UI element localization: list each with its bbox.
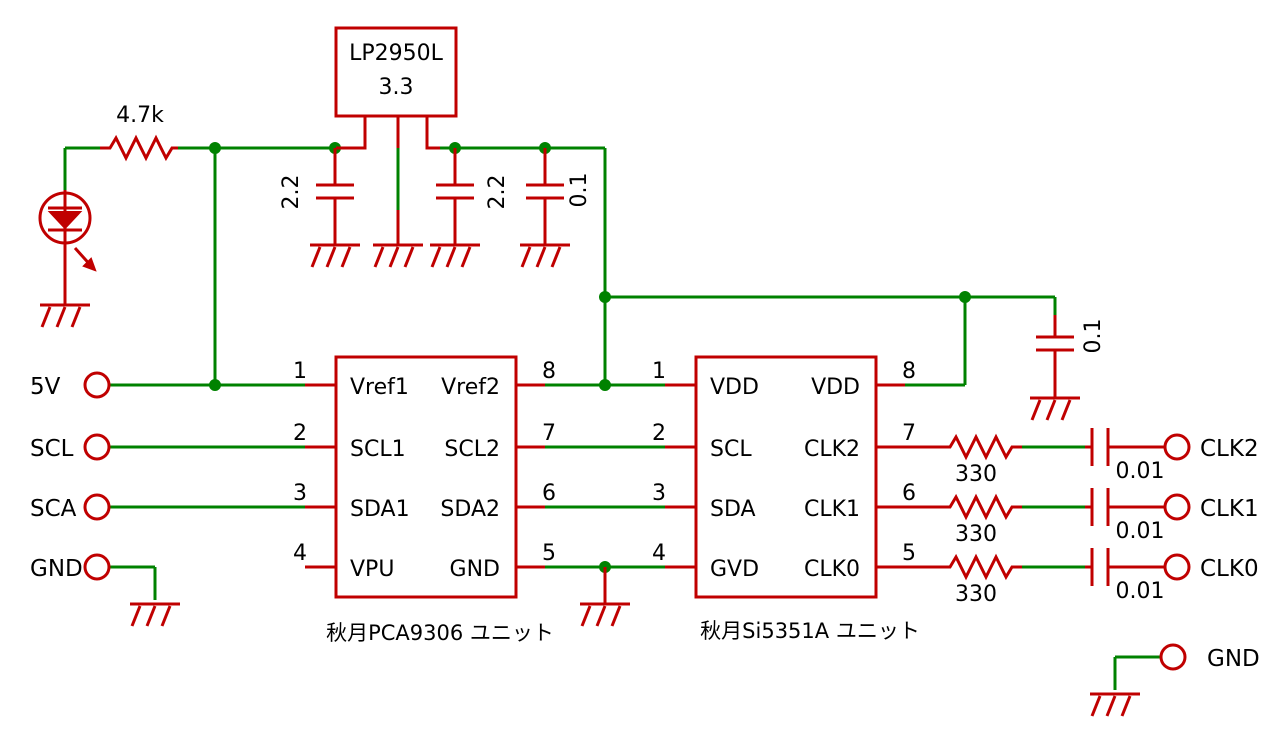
pin-name: SDA [710,497,756,522]
wires [63,146,1160,690]
pin-name: GND [450,557,500,582]
pin-name: Vref1 [350,375,409,400]
ground-icon [373,243,423,268]
junction-dot [209,379,221,391]
pin-number: 7 [542,421,556,446]
capacitor-icon [526,148,564,245]
ground-icon [520,243,570,268]
terminal-icon [1163,553,1191,581]
capacitor-value-label: 0.01 [1116,579,1165,604]
pca9306-pin-stubs [305,383,545,569]
capacitor-value-label: 0.1 [567,173,592,208]
si5351a-module [694,355,878,599]
capacitor-icon [1036,297,1074,398]
pin-number: 2 [652,421,666,446]
junction-dot [599,291,611,303]
pin-name: GVD [710,557,759,582]
pin-number: 3 [652,481,666,506]
terminal-icon [1163,433,1191,461]
pin-number: 1 [652,359,666,384]
pin-number: 8 [542,359,556,384]
terminal-icon [1163,493,1191,521]
terminal-icon [1159,643,1187,671]
junction-dot [599,379,611,391]
junction-dot [209,142,221,154]
pin-name: Vref2 [441,375,500,400]
pin-name: VPU [350,557,394,582]
port-label-gnd-right: GND [1207,646,1260,672]
pin-number: 6 [542,481,556,506]
port-label-scl: SCL [30,436,74,462]
port-label-sca: SCA [30,496,77,522]
output-chain-clk2 [940,428,1191,466]
capacitor-value-label: 0.01 [1116,519,1165,544]
pin-name: CLK1 [804,497,860,522]
ground-icon [580,602,630,627]
pin-number: 8 [902,359,916,384]
pin-number: 4 [652,541,666,566]
junction-dot [959,291,971,303]
ground-icon [1090,692,1140,717]
resistor-icon [940,433,1022,461]
ground-icon [1030,396,1080,421]
port-label-5v: 5V [30,374,61,400]
pin-name: SDA2 [440,497,500,522]
pin-number: 5 [542,541,556,566]
terminal-icon [83,433,111,461]
capacitor-value-label: 2.2 [485,175,510,210]
pin-name: SCL1 [350,437,406,462]
resistor-icon [100,134,178,162]
capacitor-icon [316,148,354,245]
resistor-value-label: 330 [955,522,997,547]
pin-number: 7 [902,421,916,446]
pin-name: VDD [811,375,860,400]
pin-name: SCL2 [444,437,500,462]
capacitor-value-label: 0.01 [1116,459,1165,484]
port-label-clk2: CLK2 [1200,436,1259,462]
resistor-icon [940,493,1022,521]
led-icon [38,190,97,305]
pin-number: 2 [293,421,307,446]
ground-icon [130,602,180,627]
pca9306-module [334,355,518,599]
port-label-clk0: CLK0 [1200,556,1259,582]
output-chain-clk0 [940,548,1191,586]
terminal-icon [83,371,111,399]
si5351a-caption: 秋月Si5351A ユニット [700,619,920,643]
pin-name: SDA1 [350,497,410,522]
pin-name: CLK0 [804,557,860,582]
port-label-gnd: GND [30,556,83,582]
regulator-box [334,26,458,118]
ground-icon [430,243,480,268]
resistor-icon [940,553,1022,581]
terminal-icon [83,553,111,581]
pin-number: 1 [293,359,307,384]
pin-number: 3 [293,481,307,506]
capacitor-icon [436,148,474,245]
port-label-clk1: CLK1 [1200,496,1259,522]
capacitor-value-label: 0.1 [1081,319,1106,354]
pin-name: CLK2 [804,437,860,462]
resistor-value-label: 4.7k [116,103,164,128]
pin-name: SCL [710,437,752,462]
junctions [209,142,971,573]
pin-number: 6 [902,481,916,506]
resistor-value-label: 330 [955,582,997,607]
ground-icon [310,243,360,268]
regulator-pins [336,116,440,245]
capacitor-value-label: 2.2 [279,175,304,210]
output-chain-clk1 [940,488,1191,526]
regulator-name: LP2950L [349,41,444,66]
pca9306-caption: 秋月PCA9306 ユニット [326,621,554,645]
pin-number: 4 [293,541,307,566]
si5351a-pin-stubs [665,383,940,569]
ground-icon [40,303,90,328]
pin-name: VDD [710,375,759,400]
pin-number: 5 [902,541,916,566]
resistor-value-label: 330 [955,462,997,487]
regulator-value: 3.3 [379,75,414,100]
terminal-icon [83,493,111,521]
